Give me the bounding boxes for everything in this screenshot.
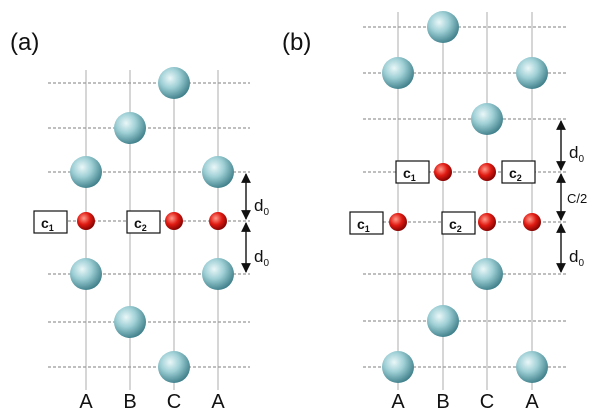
- panel-a-dimension-2: d0: [241, 222, 269, 273]
- panel-b-column-lines: [397, 12, 533, 390]
- panel-b-large-atoms: [382, 11, 548, 383]
- large-atom: [471, 103, 503, 135]
- small-atom: [478, 213, 496, 231]
- svg-text:d0: d0: [254, 247, 269, 269]
- svg-text:c1: c1: [357, 216, 370, 234]
- large-atom: [114, 112, 146, 144]
- large-atom: [382, 57, 414, 89]
- panel-a-column-label: B: [123, 391, 136, 413]
- panel-a: (a): [10, 29, 269, 413]
- panel-a-label: (a): [10, 29, 39, 56]
- panel-a-site-label-c1: c1: [33, 210, 68, 234]
- svg-text:c1: c1: [41, 215, 54, 233]
- panel-b-column-label: A: [391, 391, 405, 413]
- panel-b-column-label: A: [525, 391, 539, 413]
- panel-b-site-label-c1-upper: c1: [395, 160, 430, 184]
- small-atom: [523, 213, 541, 231]
- panel-b-small-atoms: [389, 163, 541, 231]
- panel-a-large-atoms: [70, 67, 234, 383]
- panel-a-column-label: A: [79, 391, 93, 413]
- panel-b-dimension-3: d0: [556, 223, 584, 273]
- panel-b: (b): [282, 11, 587, 413]
- small-atom: [77, 212, 95, 230]
- large-atom: [471, 258, 503, 290]
- large-atom: [382, 351, 414, 383]
- large-atom: [70, 156, 102, 188]
- small-atom: [209, 212, 227, 230]
- panel-b-site-label-c2-lower: c2: [441, 211, 476, 235]
- svg-text:C/2: C/2: [567, 191, 587, 206]
- large-atom: [516, 351, 548, 383]
- large-atom: [202, 156, 234, 188]
- panel-a-site-label-c2: c2: [126, 210, 161, 234]
- svg-text:c2: c2: [449, 216, 462, 234]
- large-atom: [427, 305, 459, 337]
- large-atom: [158, 351, 190, 383]
- panel-a-column-label: A: [211, 391, 225, 413]
- panel-b-dimension-1: d0: [556, 120, 584, 171]
- large-atom: [516, 57, 548, 89]
- small-atom: [165, 212, 183, 230]
- svg-text:d0: d0: [254, 196, 269, 218]
- large-atom: [202, 258, 234, 290]
- small-atom: [434, 163, 452, 181]
- small-atom: [478, 163, 496, 181]
- svg-text:d0: d0: [569, 247, 584, 269]
- panel-b-site-label-c1-lower: c1: [349, 211, 384, 235]
- panel-a-small-atoms: [77, 212, 227, 230]
- svg-text:d0: d0: [569, 143, 584, 165]
- panel-b-column-label: C: [480, 391, 494, 413]
- panel-b-site-label-c2-upper: c2: [501, 160, 536, 184]
- small-atom: [389, 213, 407, 231]
- large-atom: [427, 11, 459, 43]
- panel-b-dimension-2: C/2: [556, 173, 587, 221]
- panel-b-label: (b): [282, 29, 311, 56]
- panel-b-column-label: B: [436, 391, 449, 413]
- panel-a-column-label: C: [167, 391, 181, 413]
- svg-text:c2: c2: [134, 215, 147, 233]
- panel-a-dimension-1: d0: [241, 173, 269, 220]
- large-atom: [158, 67, 190, 99]
- large-atom: [70, 258, 102, 290]
- large-atom: [114, 306, 146, 338]
- svg-text:c2: c2: [509, 165, 522, 183]
- svg-text:c1: c1: [403, 165, 416, 183]
